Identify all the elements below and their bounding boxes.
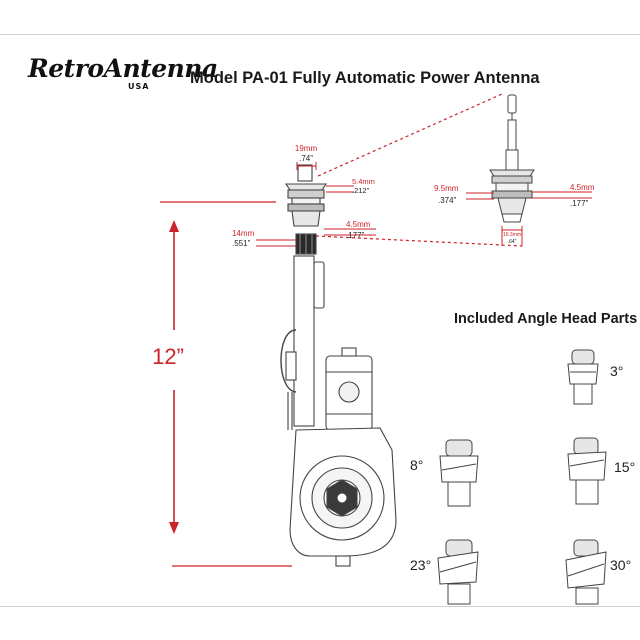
logo-sub: USA — [128, 82, 150, 91]
detail-dimensions: 9.5mm .374” 4.5mm .177” 16.3mm .64” — [434, 183, 595, 246]
dim-54mm: 5.4mm — [352, 177, 375, 186]
dim-14mm: 14mm — [232, 229, 255, 238]
dim-163in: .64” — [508, 239, 517, 245]
antenna-assembly — [280, 164, 397, 567]
parts-title: Included Angle Head Parts — [454, 311, 638, 327]
height-dimension: 12” — [152, 201, 292, 567]
brand-logo: RetroAntenna USA — [28, 54, 218, 98]
page-title: Model PA-01 Fully Automatic Power Antenn… — [190, 69, 540, 87]
dim-95mm: 9.5mm — [434, 184, 459, 193]
logo-script: RetroAntenna — [28, 54, 218, 83]
dim-14in: .551” — [232, 239, 251, 248]
angle-head-23 — [437, 539, 479, 605]
dim-19mm: 19mm — [295, 144, 318, 153]
angle-label-3: 3° — [610, 363, 623, 379]
height-label: 12” — [152, 344, 184, 369]
dim-45in: .177” — [346, 231, 365, 240]
dim-45b-in: .177” — [570, 199, 589, 208]
angle-label-8: 8° — [410, 457, 423, 473]
head-dimensions: 19mm .74” 5.4mm .212” 4.5mm .177” 14mm .… — [232, 93, 523, 248]
dim-19in: .74” — [299, 154, 313, 163]
angle-label-15: 15° — [614, 459, 635, 475]
dim-54in: .212” — [352, 186, 370, 195]
angle-head-30 — [565, 539, 607, 605]
dim-95in: .374” — [438, 196, 457, 205]
angle-label-23: 23° — [410, 557, 431, 573]
bottom-divider — [0, 606, 640, 607]
angle-label-30: 30° — [610, 557, 631, 573]
top-divider — [0, 34, 640, 35]
dim-163mm: 16.3mm — [503, 232, 521, 238]
dim-45b-mm: 4.5mm — [570, 183, 595, 192]
head-detail — [489, 94, 535, 223]
angle-head-3 — [567, 349, 599, 405]
angle-head-8 — [439, 439, 479, 507]
dim-45mm: 4.5mm — [346, 220, 371, 229]
angle-head-15 — [567, 437, 607, 505]
